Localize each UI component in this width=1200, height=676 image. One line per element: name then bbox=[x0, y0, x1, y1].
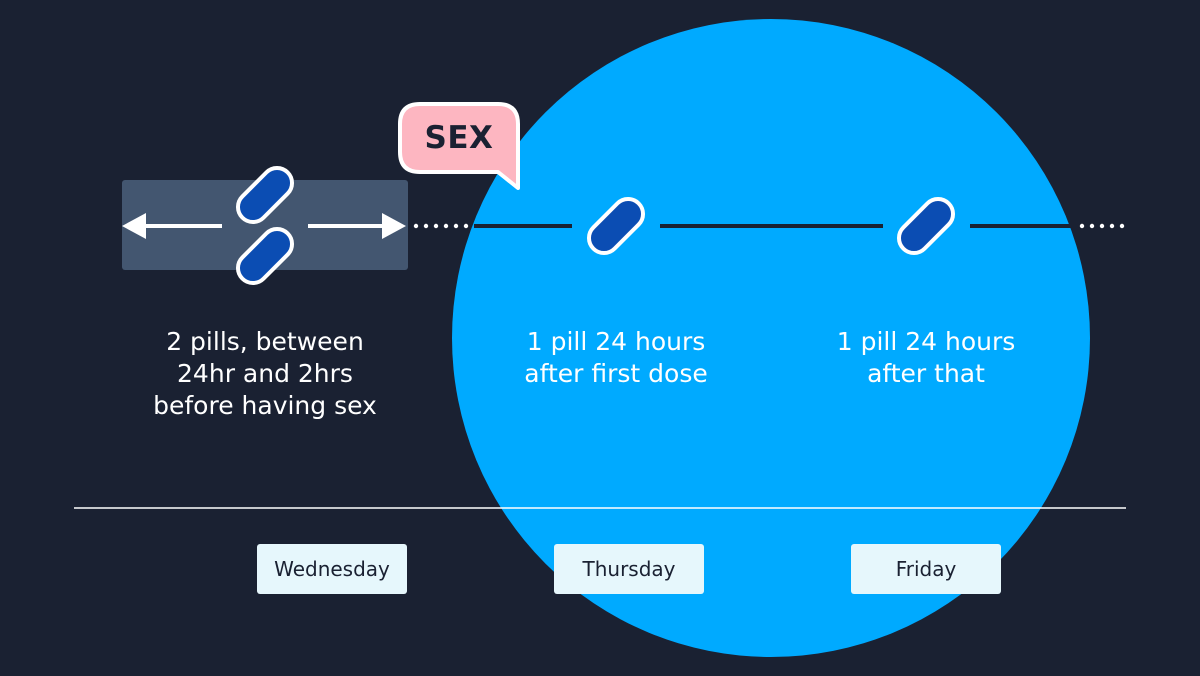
left-arrow-icon bbox=[122, 213, 222, 239]
pill-icon bbox=[235, 165, 295, 225]
day-badge-thursday: Thursday bbox=[554, 544, 704, 594]
pill-icon bbox=[896, 196, 956, 256]
pill-icon bbox=[586, 196, 646, 256]
bubble-label: SEX bbox=[424, 120, 494, 156]
step-label-1: 2 pills, between 24hr and 2hrs before ha… bbox=[153, 327, 377, 420]
step-label-3: 1 pill 24 hours after that bbox=[836, 327, 1016, 388]
speech-bubble bbox=[398, 102, 520, 190]
day-badge-friday: Friday bbox=[851, 544, 1001, 594]
pill-icon bbox=[235, 226, 295, 286]
step-label-2: 1 pill 24 hours after first dose bbox=[524, 327, 708, 388]
timeline-dots-right bbox=[1079, 223, 1125, 229]
dosing-window-box bbox=[122, 180, 408, 270]
day-badge-wednesday: Wednesday bbox=[257, 544, 407, 594]
post-exposure-circle bbox=[452, 19, 1090, 657]
timeline-dots-left bbox=[413, 223, 469, 229]
right-arrow-icon bbox=[308, 213, 406, 239]
